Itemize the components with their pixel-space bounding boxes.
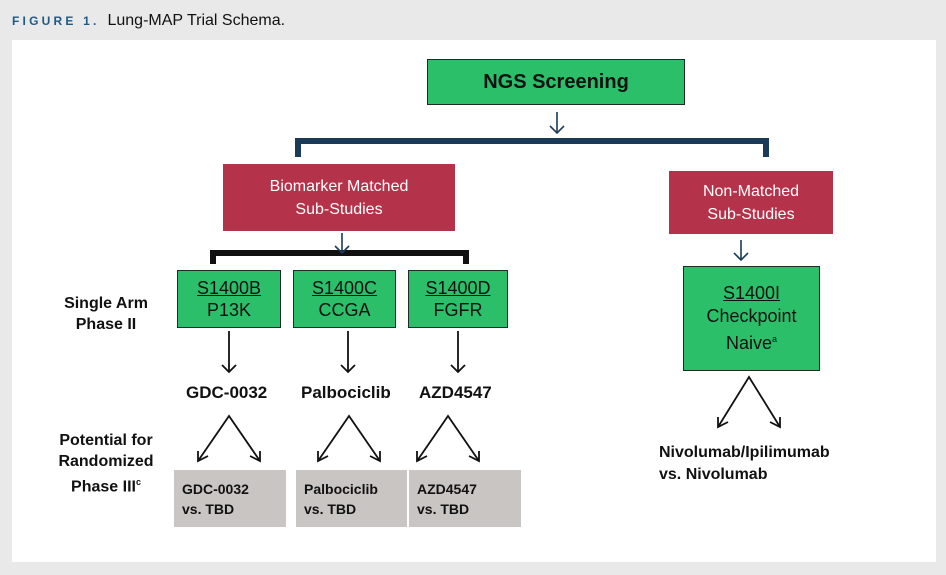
potential-superscript: c bbox=[135, 477, 141, 487]
biomarker-matched-box: Biomarker Matched Sub-Studies bbox=[223, 164, 455, 231]
checkpoint-line2: Checkpoint bbox=[706, 306, 797, 326]
ngs-screening-label: NGS Screening bbox=[483, 70, 629, 93]
phase3-c-line2: vs. TBD bbox=[304, 500, 357, 517]
split-arrow-d bbox=[416, 414, 480, 463]
potential-line3: Phase III bbox=[71, 478, 136, 496]
study-target-b: P13K bbox=[206, 300, 252, 320]
phase3-b-line2: vs. TBD bbox=[182, 500, 235, 517]
potential-line1: Potential for bbox=[59, 432, 153, 449]
phase3-c-line1: Palbociclib bbox=[304, 480, 378, 497]
study-box-d: S1400D FGFR bbox=[408, 270, 508, 328]
arrow-study-c-down bbox=[340, 331, 356, 374]
study-target-d: FGFR bbox=[433, 300, 483, 320]
arrow-study-d-down bbox=[450, 331, 466, 374]
drug-label-b: GDC-0032 bbox=[186, 383, 268, 402]
study-box-c: S1400C CCGA bbox=[293, 270, 396, 328]
potential-line3-wrap: Phase IIIc bbox=[44, 472, 168, 497]
nivolumab-label: Nivolumab/Ipilimumab vs. Nivolumab bbox=[659, 442, 830, 486]
checkpoint-line3: Naive bbox=[725, 333, 772, 353]
phase3-d-line1: AZD4547 bbox=[417, 480, 477, 497]
single-arm-line1: Single Arm bbox=[64, 295, 148, 312]
schema-panel: NGS Screening Biomarker Matched Sub-Stud… bbox=[12, 40, 936, 562]
drug-label-d: AZD4547 bbox=[419, 383, 492, 402]
phase3-box-c: Palbociclib vs. TBD bbox=[296, 470, 407, 527]
study-code-b: S1400B bbox=[196, 278, 262, 298]
single-arm-label: Single Arm Phase II bbox=[50, 293, 162, 335]
phase3-d-line2: vs. TBD bbox=[417, 500, 470, 517]
checkpoint-line3-wrap: Naivea bbox=[726, 328, 777, 355]
top-bracket bbox=[295, 138, 769, 157]
non-matched-line1: Non-Matched bbox=[702, 182, 800, 200]
phase3-box-b: GDC-0032 vs. TBD bbox=[174, 470, 286, 527]
split-arrow-checkpoint bbox=[717, 375, 781, 429]
biomarker-matched-line2: Sub-Studies bbox=[295, 200, 383, 218]
checkpoint-code: S1400I bbox=[722, 283, 781, 303]
potential-phase3-label: Potential for Randomized Phase IIIc bbox=[44, 430, 168, 497]
phase3-box-d: AZD4547 vs. TBD bbox=[409, 470, 521, 527]
nivolumab-line2: vs. Nivolumab bbox=[659, 466, 768, 483]
non-matched-line2: Sub-Studies bbox=[707, 205, 795, 223]
checkpoint-box: S1400I Checkpoint Naivea bbox=[683, 266, 820, 371]
checkpoint-superscript: a bbox=[772, 334, 778, 344]
arrow-ngs-down bbox=[549, 112, 565, 135]
non-matched-box: Non-Matched Sub-Studies bbox=[669, 171, 833, 234]
figure-title: Lung-MAP Trial Schema. bbox=[107, 12, 286, 29]
study-box-b: S1400B P13K bbox=[177, 270, 281, 328]
potential-line2: Randomized bbox=[58, 453, 154, 470]
split-arrow-b bbox=[197, 414, 261, 463]
arrow-matched-down bbox=[334, 233, 350, 255]
figure-caption: FIGURE 1. Lung-MAP Trial Schema. bbox=[12, 12, 285, 32]
arrow-nonmatched-down bbox=[733, 240, 749, 262]
study-target-c: CCGA bbox=[318, 300, 371, 320]
split-arrow-c bbox=[317, 414, 381, 463]
connector-lines bbox=[197, 112, 781, 463]
figure-label: FIGURE 1. bbox=[12, 14, 100, 28]
study-code-c: S1400C bbox=[311, 278, 378, 298]
nivolumab-line1: Nivolumab/Ipilimumab bbox=[659, 444, 830, 461]
biomarker-matched-line1: Biomarker Matched bbox=[269, 177, 409, 195]
single-arm-line2: Phase II bbox=[75, 316, 137, 333]
phase3-b-line1: GDC-0032 bbox=[182, 480, 249, 497]
study-code-d: S1400D bbox=[425, 278, 491, 298]
ngs-screening-box: NGS Screening bbox=[427, 59, 685, 105]
arrow-study-b-down bbox=[221, 331, 237, 374]
drug-label-c: Palbociclib bbox=[301, 383, 391, 402]
matched-bracket bbox=[210, 250, 469, 264]
